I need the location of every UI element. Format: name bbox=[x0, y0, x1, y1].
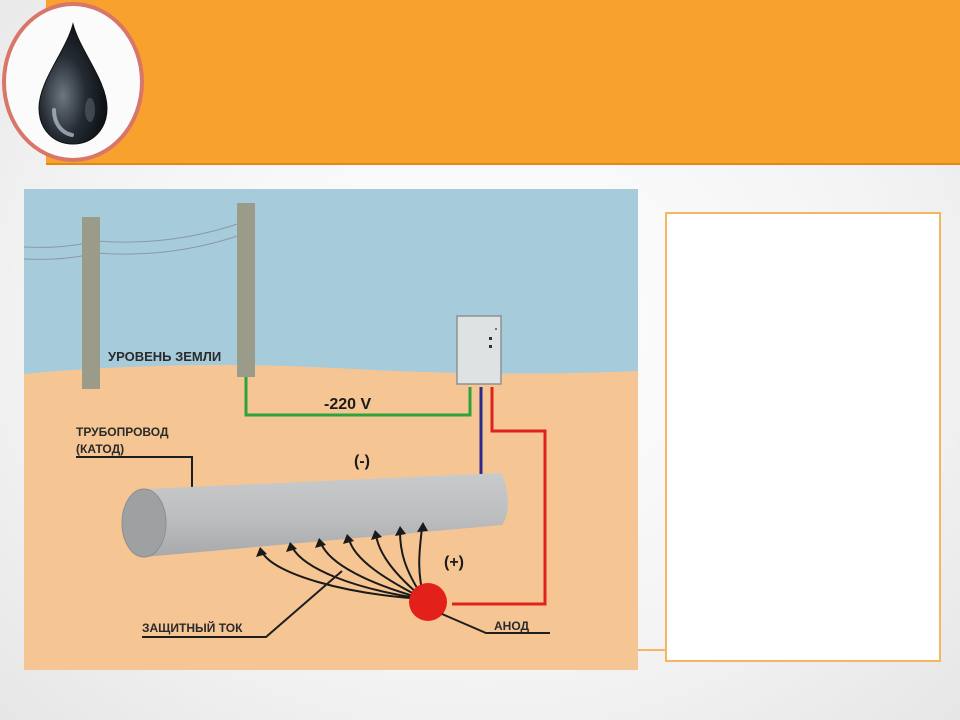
protective-current-label: ЗАЩИТНЫЙ ТОК bbox=[142, 620, 243, 635]
pipeline-label: ТРУБОПРОВОД bbox=[76, 425, 169, 439]
power-pole bbox=[237, 203, 255, 377]
positive-label: (+) bbox=[444, 554, 464, 571]
protective-current-leader-line bbox=[142, 570, 343, 638]
ground-level-label: УРОВЕНЬ ЗЕМЛИ bbox=[108, 349, 221, 364]
power-pole bbox=[82, 217, 100, 389]
logo-badge bbox=[2, 2, 144, 162]
voltage-label: -220 V bbox=[324, 396, 371, 413]
pipeline bbox=[144, 473, 508, 557]
power-line bbox=[95, 220, 247, 243]
anode bbox=[409, 583, 447, 621]
rectifier-indicator bbox=[489, 345, 492, 348]
cathodic-protection-diagram: УРОВЕНЬ ЗЕМЛИ -220 V ТРУБОПРОВОД (КАТОД)… bbox=[24, 189, 638, 670]
power-line bbox=[95, 232, 247, 255]
oil-drop-icon bbox=[38, 22, 108, 145]
cathode-label: (КАТОД) bbox=[76, 442, 124, 456]
negative-label: (-) bbox=[354, 453, 370, 470]
positive-wire bbox=[452, 387, 547, 606]
anode-leader-line bbox=[441, 613, 550, 634]
rectifier-indicator bbox=[489, 337, 492, 340]
sky-area bbox=[24, 189, 638, 374]
pipeline-leader-line bbox=[76, 456, 193, 489]
anode-label: АНОД bbox=[494, 619, 530, 633]
accent-line bbox=[638, 649, 668, 651]
rectifier-indicator bbox=[495, 328, 497, 330]
ground-wire bbox=[244, 377, 472, 417]
side-text-box bbox=[665, 212, 941, 662]
pipeline-end bbox=[121, 488, 167, 558]
rectifier-box bbox=[456, 315, 502, 385]
header-bar bbox=[46, 0, 960, 165]
protective-current-lines bbox=[261, 526, 425, 600]
current-arrowheads bbox=[256, 522, 428, 557]
